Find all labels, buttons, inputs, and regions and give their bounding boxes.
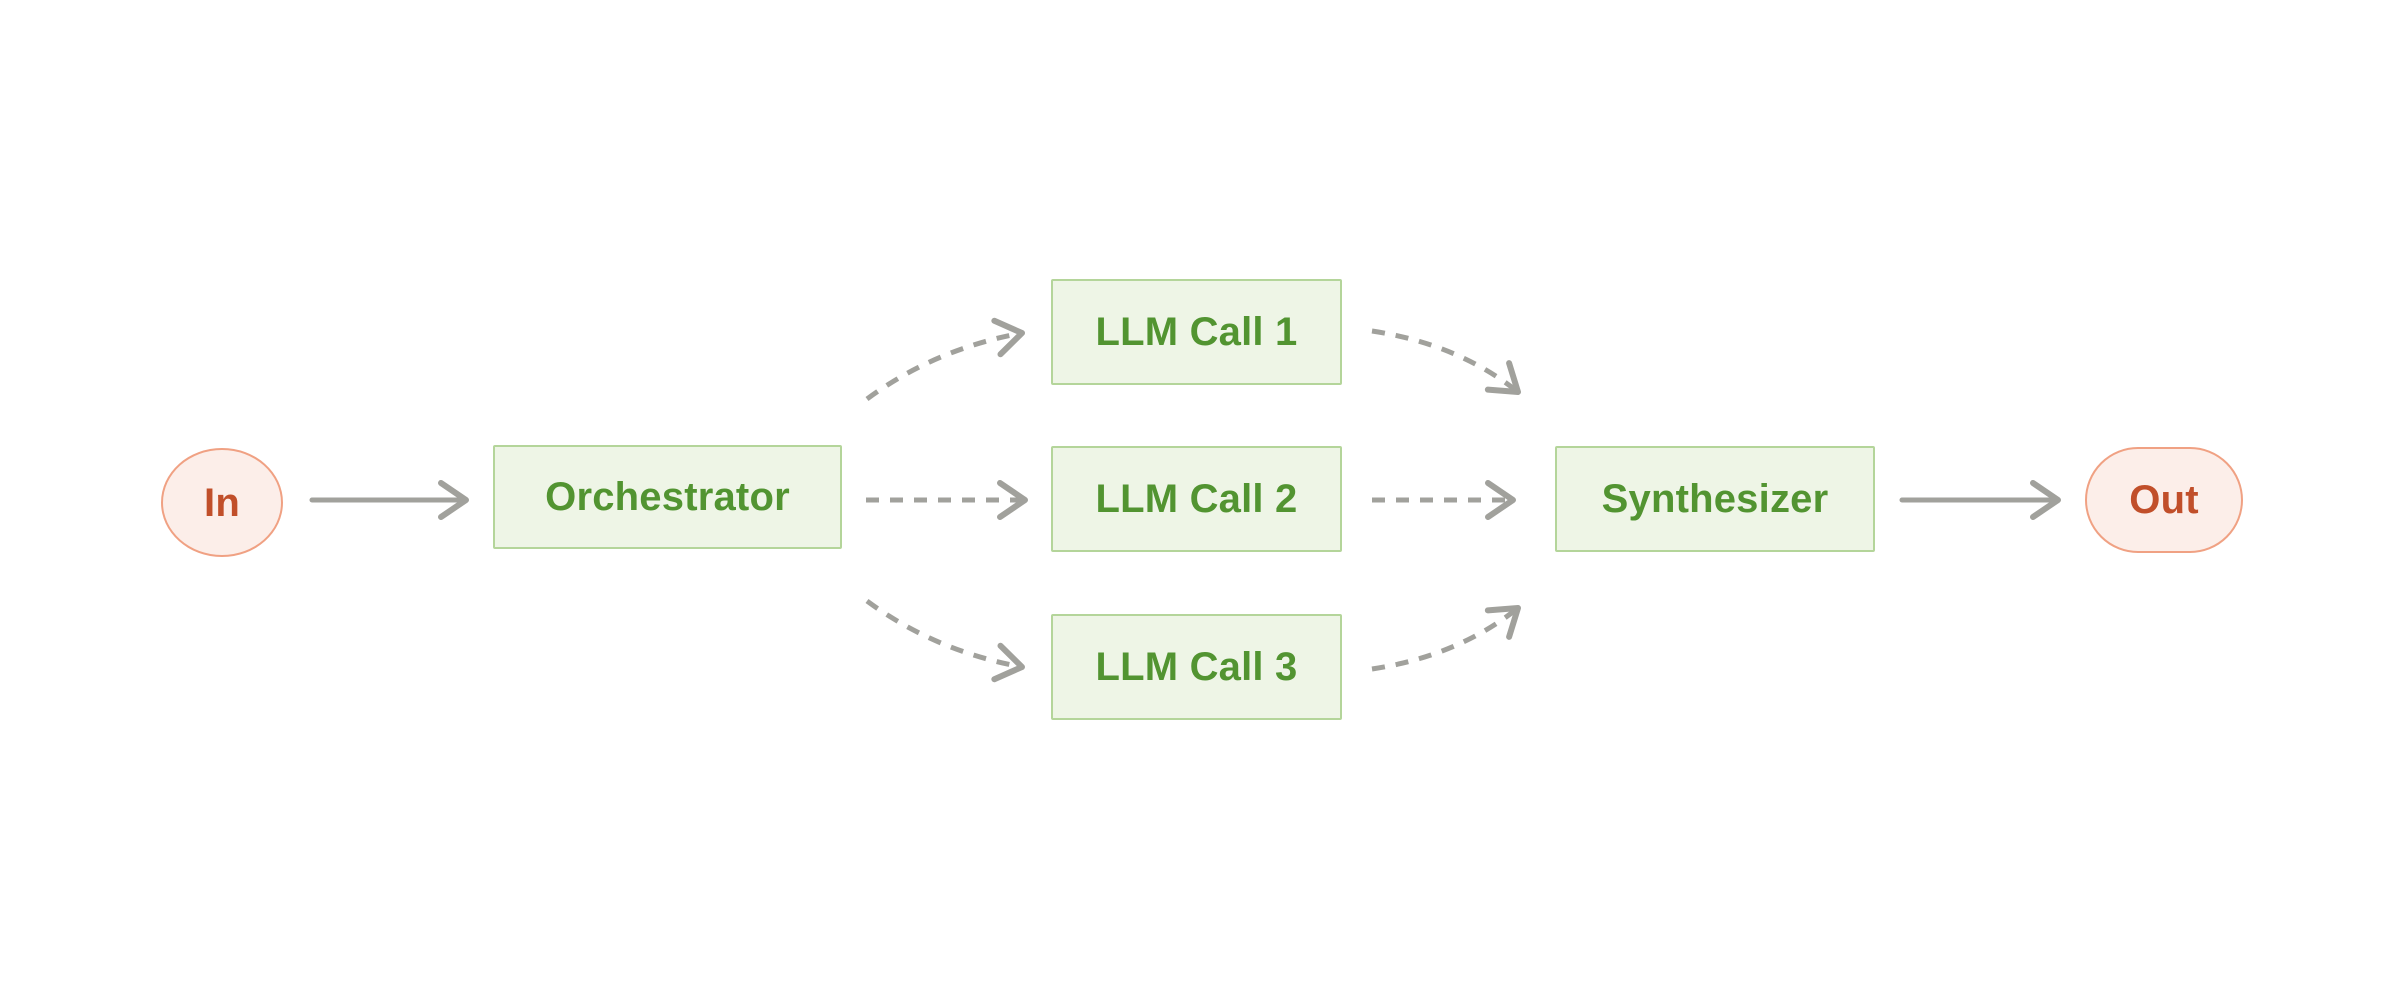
node-llm-call-3-label: LLM Call 3 bbox=[1095, 645, 1298, 689]
node-in-label: In bbox=[204, 480, 240, 525]
node-in: In bbox=[161, 448, 283, 557]
node-llm-call-2-label: LLM Call 2 bbox=[1095, 477, 1298, 521]
edge-orchestrator-to-llm-call-1 bbox=[865, 317, 1025, 402]
node-llm-call-1: LLM Call 1 bbox=[1051, 279, 1342, 385]
edge-orchestrator-to-llm-call-3 bbox=[865, 598, 1025, 683]
node-out-label: Out bbox=[2129, 478, 2199, 522]
edge-llm-call-1-to-synthesizer bbox=[1371, 328, 1521, 395]
edge-llm-call-3-to-synthesizer bbox=[1371, 605, 1521, 672]
node-llm-call-1-label: LLM Call 1 bbox=[1095, 310, 1298, 354]
node-synthesizer-label: Synthesizer bbox=[1601, 477, 1829, 521]
node-llm-call-3: LLM Call 3 bbox=[1051, 614, 1342, 720]
node-out: Out bbox=[2085, 447, 2243, 553]
node-synthesizer: Synthesizer bbox=[1555, 446, 1875, 552]
node-orchestrator-label: Orchestrator bbox=[545, 475, 790, 519]
node-orchestrator: Orchestrator bbox=[493, 445, 842, 549]
node-llm-call-2: LLM Call 2 bbox=[1051, 446, 1342, 552]
